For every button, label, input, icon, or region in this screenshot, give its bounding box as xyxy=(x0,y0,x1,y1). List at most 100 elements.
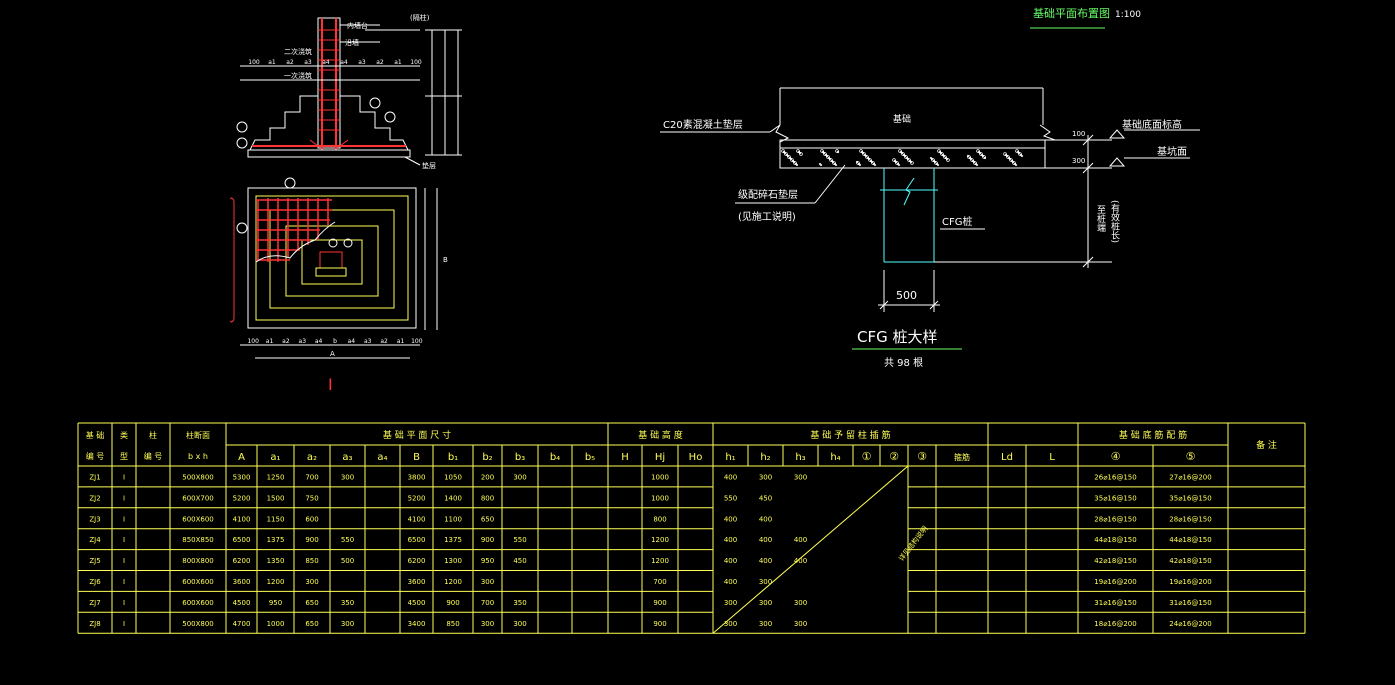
cell-a1: 1250 xyxy=(267,473,285,481)
cell-b1: 1050 xyxy=(444,473,462,481)
cell-rebar-5: 35⌀16@150 xyxy=(1169,494,1211,502)
cell-bxh: 600X600 xyxy=(182,515,214,523)
cell-A: 5200 xyxy=(233,494,251,502)
cell-id: ZJ4 xyxy=(89,536,101,544)
cell-id: ZJ1 xyxy=(89,473,100,481)
cell-id: ZJ5 xyxy=(89,557,100,565)
depth-label-2: (有效桩长) xyxy=(1109,200,1120,243)
gravel-dot xyxy=(825,154,829,158)
cfg-pile-detail: CFG桩 基础 C20素混凝土垫层 级配碎石垫层 (见施工说明) 100 300… xyxy=(660,87,1200,369)
gravel-dot xyxy=(867,157,871,161)
cell-b3: 300 xyxy=(513,473,526,481)
plan-scale: 1:100 xyxy=(1115,10,1141,20)
sub-header: L xyxy=(1049,452,1055,463)
label-second-pour: 二次浇筑 xyxy=(284,47,312,56)
sub-header: b₂ xyxy=(482,452,492,463)
cell-h3: 400 xyxy=(794,536,807,544)
gravel-dot xyxy=(1008,157,1012,161)
cell-type: I xyxy=(123,515,125,523)
bottom-total-label: A xyxy=(330,350,335,358)
cell-type: I xyxy=(123,620,125,628)
gravel-dot xyxy=(828,157,832,161)
cell-A: 5300 xyxy=(233,473,251,481)
sub-header: b₅ xyxy=(585,452,595,463)
cell-h1: 400 xyxy=(724,578,737,586)
gravel-dot xyxy=(909,160,913,164)
sub-header: ⑤ xyxy=(1186,450,1196,463)
cell-B: 4100 xyxy=(408,515,426,523)
gravel-dot xyxy=(933,160,937,164)
cell-rebar-4: 31⌀16@150 xyxy=(1094,599,1136,607)
cell-type: I xyxy=(123,599,125,607)
cell-a2: 300 xyxy=(305,578,318,586)
cell-B: 3800 xyxy=(408,473,426,481)
cell-id: ZJ6 xyxy=(89,578,101,586)
cfg-pile-label: CFG桩 xyxy=(942,215,972,228)
cell-h1: 400 xyxy=(724,557,737,565)
gravel-note: (见施工说明) xyxy=(738,210,796,223)
gravel-dot xyxy=(799,152,803,156)
gravel-dot xyxy=(864,154,868,158)
header-type: 类 xyxy=(120,430,128,440)
gravel-dot xyxy=(786,154,790,158)
header-type: 型 xyxy=(120,452,128,461)
sub-header: h₁ xyxy=(725,452,735,463)
cell-bxh: 600X600 xyxy=(182,599,214,607)
bottom-dim-label: 100 xyxy=(411,338,423,345)
cell-rebar-5: 19⌀16@200 xyxy=(1169,578,1211,586)
gravel-dot xyxy=(822,151,826,155)
bottom-dim-label: a3 xyxy=(364,338,372,345)
top-dim-label: a2 xyxy=(376,59,384,66)
gravel-dot xyxy=(983,156,987,160)
label-first-pour: 一次浇筑 xyxy=(284,71,312,80)
header-col: 柱 xyxy=(149,430,157,440)
gravel-dot xyxy=(930,157,934,161)
sub-header: b₁ xyxy=(448,452,458,463)
cell-h1: 400 xyxy=(724,536,737,544)
cell-a2: 750 xyxy=(305,494,318,502)
cell-b2: 650 xyxy=(481,515,494,523)
sub-header: Ho xyxy=(689,452,703,463)
sub-header: a₂ xyxy=(307,452,317,463)
foundation-schedule-table: 基 础编 号类型柱编 号柱断面b x h基 础 平 面 尺 寸基 础 高 度基 … xyxy=(77,422,1306,634)
gravel-dot xyxy=(972,160,976,164)
top-dim-label: a1 xyxy=(394,59,402,66)
cell-h1: 300 xyxy=(724,599,737,607)
top-dim-label: a1 xyxy=(268,59,276,66)
embed-merged-label: 详见结构说明 xyxy=(897,524,930,563)
gravel-dot xyxy=(792,160,796,164)
gravel-pattern xyxy=(781,149,1024,167)
bottom-dim-label: a4 xyxy=(315,338,323,345)
group-header-plan-dims: 基 础 平 面 尺 寸 xyxy=(383,429,451,441)
top-dim-label: a4 xyxy=(340,59,348,66)
cell-a1: 1500 xyxy=(267,494,285,502)
cell-rebar-5: 28⌀16@150 xyxy=(1169,515,1211,523)
cell-h1: 400 xyxy=(724,473,737,481)
cell-a1: 1375 xyxy=(267,536,285,544)
sub-header: B xyxy=(413,452,420,463)
sub-header: Ld xyxy=(1001,452,1013,463)
cell-h1: 300 xyxy=(724,620,737,628)
cell-Hj: 1000 xyxy=(651,473,669,481)
cell-rebar-5: 27⌀16@200 xyxy=(1169,473,1211,481)
gravel-dot xyxy=(903,154,907,158)
cell-a2: 600 xyxy=(305,515,318,523)
gravel-dot xyxy=(819,163,823,167)
cell-b1: 1400 xyxy=(444,494,462,502)
table-rule xyxy=(712,465,909,634)
sub-header: b₄ xyxy=(550,452,560,463)
cell-h3: 300 xyxy=(794,473,807,481)
gravel-dot xyxy=(946,158,950,162)
cell-bxh: 500X800 xyxy=(182,620,214,628)
gravel-dot xyxy=(789,157,793,161)
cell-h2: 300 xyxy=(759,473,772,481)
label-along-wall: 沿墙 xyxy=(345,38,359,47)
gravel-dot xyxy=(798,151,802,155)
gravel-dot xyxy=(900,151,904,155)
cell-b2: 950 xyxy=(481,557,494,565)
bottom-dim-label: a3 xyxy=(299,338,307,345)
cell-bxh: 800X800 xyxy=(182,557,214,565)
cell-b1: 1300 xyxy=(444,557,462,565)
